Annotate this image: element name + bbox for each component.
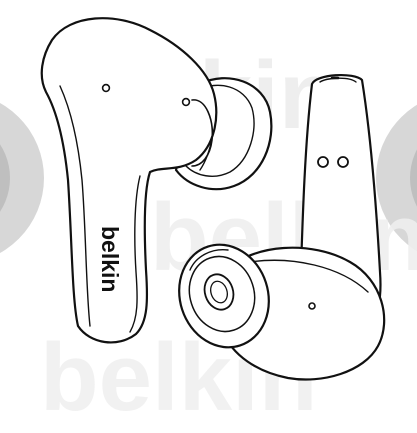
left-earbud-nozzle — [191, 99, 214, 167]
left-earbud-brand-label: belkin — [97, 226, 123, 292]
right-circle-outer — [376, 104, 417, 252]
left-earbud-sensor-inner — [181, 97, 191, 107]
right-earbud-mic-left — [317, 156, 329, 168]
left-earbud-sensor-top — [101, 83, 111, 93]
right-circle-inner — [410, 149, 417, 207]
left-earbud: belkin — [40, 17, 273, 344]
left-circle-outer — [0, 102, 44, 254]
background-decoration — [0, 102, 417, 254]
left-earbud-body — [40, 17, 218, 344]
right-earbud-nozzle-opening — [203, 273, 235, 311]
right-earbud — [178, 74, 386, 381]
left-earbud-contour — [59, 85, 91, 327]
right-earbud-mic-right — [337, 156, 349, 168]
right-earbud-ear-tip — [178, 243, 270, 349]
right-earbud-sensor — [308, 302, 316, 310]
left-circle-inner — [0, 144, 10, 212]
